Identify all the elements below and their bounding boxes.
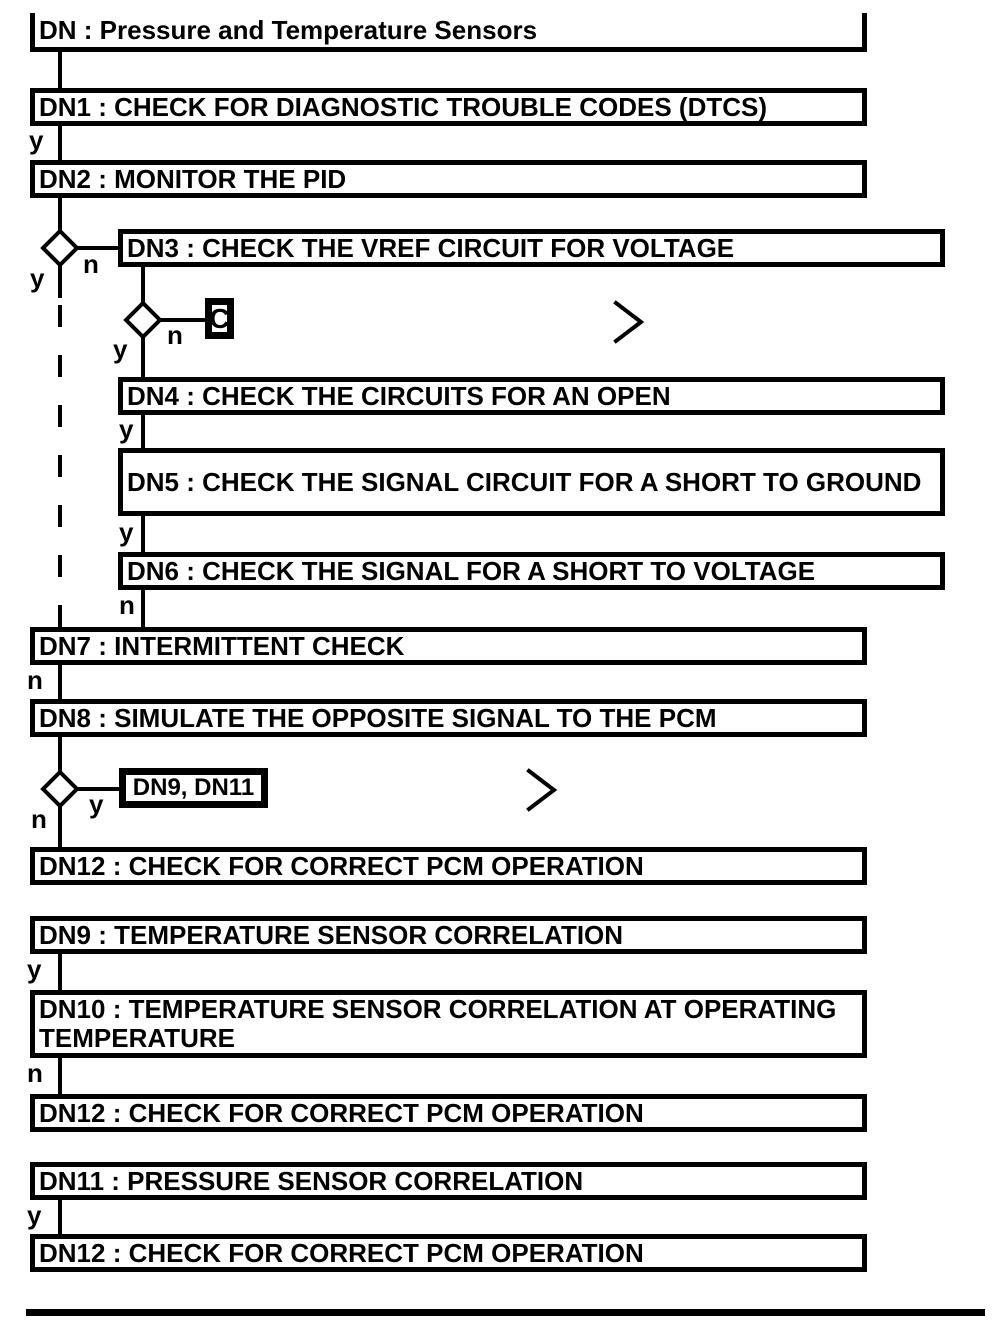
step-box-dn11: DN11 : PRESSURE SENSOR CORRELATION [30,1162,867,1200]
connector-line [58,1199,62,1235]
branch-label-yes: y [89,789,104,819]
connector-line [58,51,62,89]
connector-line [141,515,145,553]
connector-line [159,318,205,322]
connector-line [141,338,145,378]
connector-line [141,414,145,449]
branch-label-yes: y [27,954,42,984]
connector-line [58,736,62,772]
branch-label-no: n [83,249,99,279]
step-box-dn8: DN8 : SIMULATE THE OPPOSITE SIGNAL TO TH… [30,699,867,737]
connector-line [76,787,119,791]
connector-line [58,125,62,161]
connector-line [76,246,118,250]
branch-label-no: n [119,590,135,620]
step-box-dn12-1: DN12 : CHECK FOR CORRECT PCM OPERATION [30,847,867,885]
title-box: DN : Pressure and Temperature Sensors [30,13,867,52]
branch-label-yes: y [27,1200,42,1230]
connector-line [58,664,62,700]
continue-chevron-icon [613,300,645,344]
step-box-dn12-3: DN12 : CHECK FOR CORRECT PCM OPERATION [30,1234,867,1272]
branch-label-no: n [31,804,47,834]
step-box-dn3: DN3 : CHECK THE VREF CIRCUIT FOR VOLTAGE [118,229,945,267]
branch-label-yes: y [119,414,134,444]
step-box-dn2: DN2 : MONITOR THE PID [30,160,867,198]
connector-line [58,953,62,991]
decision-diamond-1 [40,228,80,268]
continue-chevron-icon [526,768,558,812]
connector-line [58,264,62,298]
step-box-dn1: DN1 : CHECK FOR DIAGNOSTIC TROUBLE CODES… [30,88,867,126]
step-box-dn7: DN7 : INTERMITTENT CHECK [30,627,867,665]
dashed-connector-line [58,305,62,628]
bottom-rule [26,1309,985,1316]
branch-label-no: n [27,1058,43,1088]
branch-label-yes: y [113,334,128,364]
connector-line [58,1057,62,1095]
branch-label-yes: y [30,263,45,293]
step-box-dn5: DN5 : CHECK THE SIGNAL CIRCUIT FOR A SHO… [118,448,945,516]
step-box-dn6: DN6 : CHECK THE SIGNAL FOR A SHORT TO VO… [118,552,945,590]
step-box-dn9: DN9 : TEMPERATURE SENSOR CORRELATION [30,916,867,954]
connector-line [58,805,62,848]
branch-label-yes: y [119,517,134,547]
connector-line [58,197,62,233]
step-box-dn4: DN4 : CHECK THE CIRCUITS FOR AN OPEN [118,377,945,415]
branch-label-no: n [27,665,43,695]
connector-ref-c: C [205,298,234,339]
branch-label-no: n [167,320,183,350]
step-box-dn10: DN10 : TEMPERATURE SENSOR CORRELATION AT… [30,990,867,1058]
connector-line [141,589,145,628]
branch-label-yes: y [29,125,44,155]
connector-line [141,266,145,302]
step-box-dn12-2: DN12 : CHECK FOR CORRECT PCM OPERATION [30,1094,867,1132]
decision-diamond-2 [123,300,163,340]
decision-diamond-3 [40,769,80,809]
connector-ref-dn9-dn11: DN9, DN11 [119,768,268,808]
